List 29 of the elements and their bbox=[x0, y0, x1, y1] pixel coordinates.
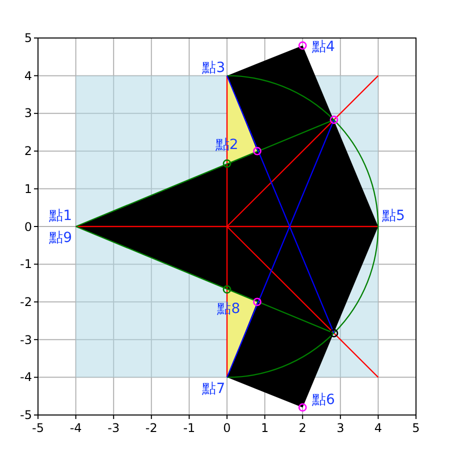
point-label: 點1 bbox=[49, 208, 72, 224]
point-label: 點3 bbox=[202, 60, 226, 76]
point-label: 點4 bbox=[312, 39, 335, 56]
tick-label: 3 bbox=[24, 106, 32, 120]
tick-label: 1 bbox=[24, 182, 32, 196]
tick-label: 5 bbox=[24, 31, 32, 45]
tick-label: -5 bbox=[32, 421, 44, 435]
tick-label: 0 bbox=[24, 220, 32, 234]
tick-label: -5 bbox=[20, 408, 32, 422]
tick-label: -2 bbox=[145, 421, 158, 435]
point-label: 點6 bbox=[312, 392, 335, 408]
tick-label: -1 bbox=[20, 257, 32, 272]
tick-label: -4 bbox=[20, 370, 32, 384]
tick-label: 4 bbox=[374, 421, 382, 435]
tick-label: 4 bbox=[24, 68, 32, 83]
point-label: 點9 bbox=[49, 230, 72, 246]
tick-label: -4 bbox=[70, 421, 82, 435]
tick-label: 1 bbox=[260, 421, 269, 435]
tick-label: 2 bbox=[298, 421, 306, 435]
tick-label: 3 bbox=[336, 421, 344, 435]
tick-label: 0 bbox=[223, 421, 231, 435]
tick-label: -3 bbox=[108, 421, 120, 435]
point-label: 點5 bbox=[382, 208, 405, 224]
tick-label: -3 bbox=[20, 332, 32, 347]
tick-label: -2 bbox=[20, 294, 32, 309]
point-label: 點7 bbox=[202, 380, 226, 397]
tick-label: 2 bbox=[24, 144, 32, 158]
tick-label: -1 bbox=[183, 421, 196, 435]
tick-label: 5 bbox=[412, 421, 420, 435]
